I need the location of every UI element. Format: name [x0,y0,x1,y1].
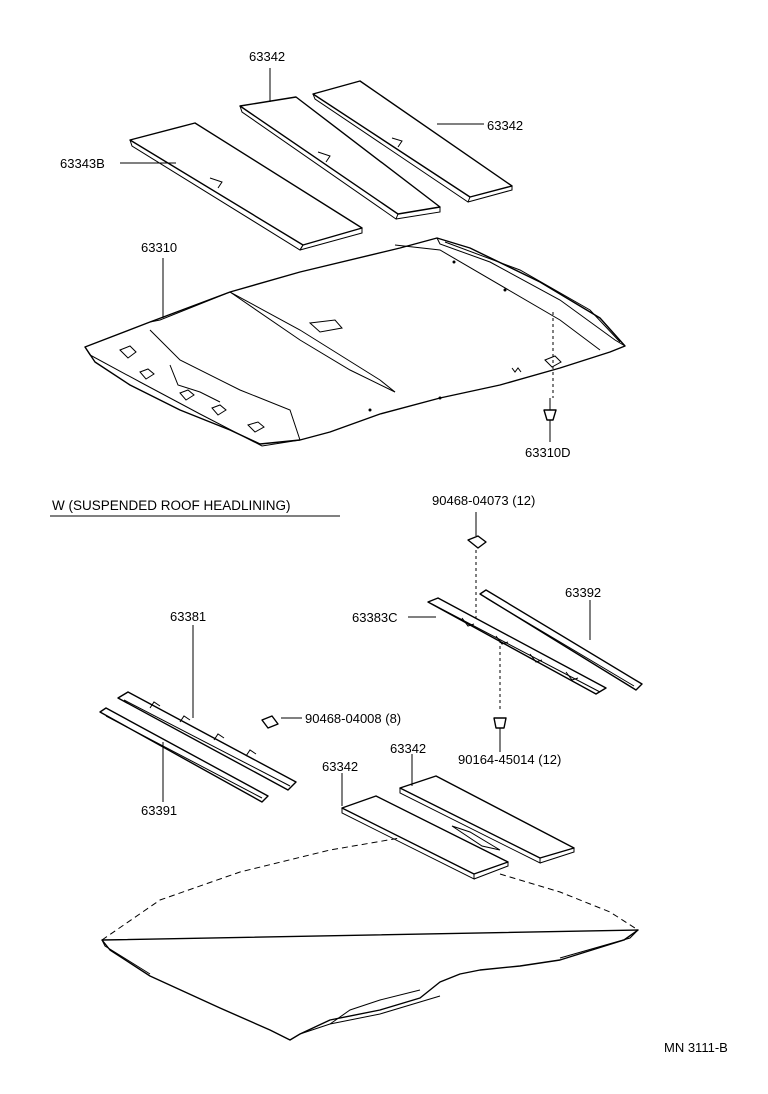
headlining-suspended [101,825,639,1041]
label-pad-lower-left: 63342 [322,759,358,774]
pad-top-center [239,96,441,220]
pad-lower-right [399,775,575,864]
pad-lower-left [341,795,509,880]
clip-top [467,535,487,622]
label-pad-lower-right: 63342 [390,741,426,756]
label-bracket-left: 63381 [170,609,206,624]
headlining-main [84,237,626,447]
label-rail-left: 63391 [141,803,177,818]
section-title: W (SUSPENDED ROOF HEADLINING) [52,498,291,513]
clip-mid [261,715,279,729]
bracket-right [427,597,607,695]
label-rail-right-upper: 63392 [565,585,601,600]
figure-code: MN 3111-B [664,1040,728,1055]
rail-left [99,707,269,803]
label-clip-top: 90468-04073 (12) [432,493,535,508]
clip-main [543,312,557,421]
screw [493,640,507,729]
rail-right-upper [479,589,643,691]
label-bracket-right: 63383C [352,610,398,625]
label-pad-top-left: 63343B [60,156,105,171]
label-headlining-main: 63310 [141,240,177,255]
label-screw: 90164-45014 (12) [458,752,561,767]
label-pad-top-center: 63342 [249,49,285,64]
pad-top-left [129,122,363,251]
label-clip-mid: 90468-04008 (8) [305,711,401,726]
label-pad-top-right: 63342 [487,118,523,133]
bracket-left [117,691,297,791]
label-clip-main: 63310D [525,445,571,460]
pad-top-right [312,80,513,203]
